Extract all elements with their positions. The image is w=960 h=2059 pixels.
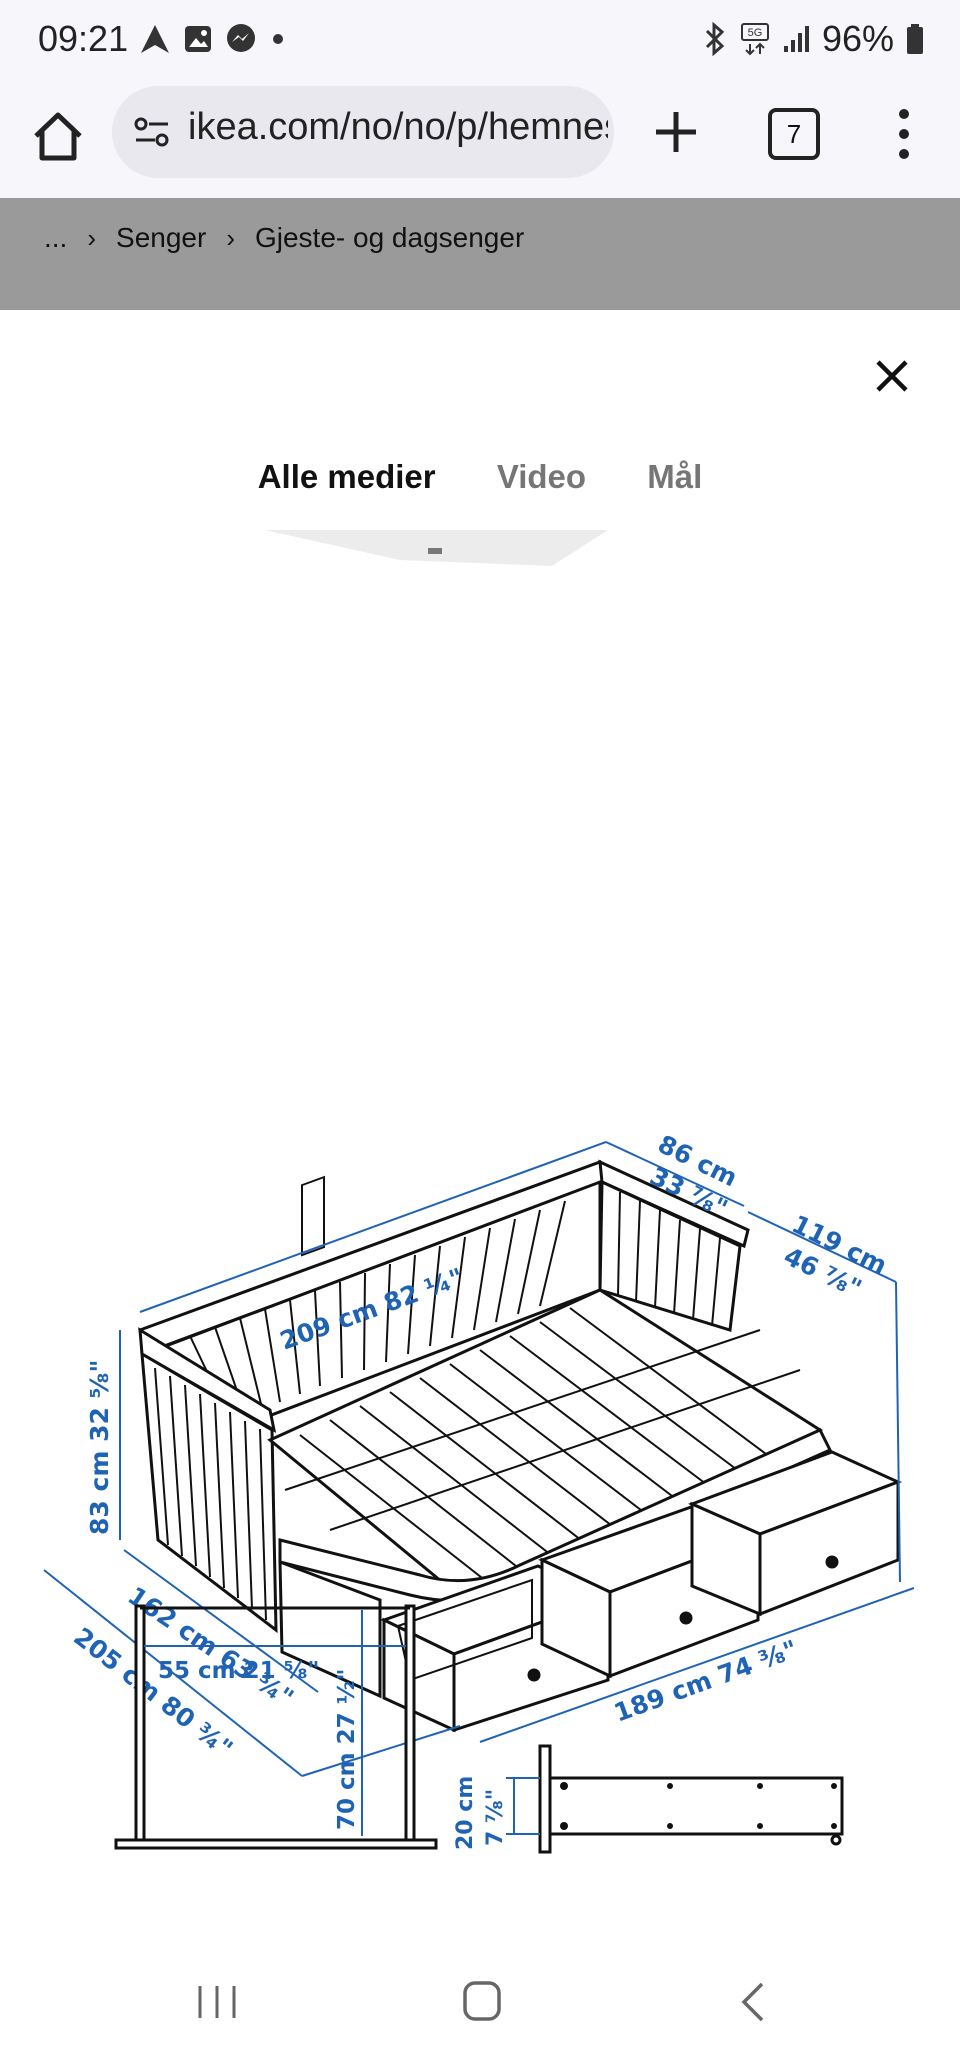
close-icon[interactable] [868,352,916,400]
recent-apps-icon[interactable] [194,1980,240,2024]
breadcrumb-band: ... › Senger › Gjeste- og dagsenger [0,198,960,310]
battery-icon [907,24,923,54]
chevron-right-icon: › [87,222,97,253]
signal-icon [783,26,809,52]
dimension-lines [43,1141,915,1777]
notification-icons [138,22,288,56]
tab-mal[interactable]: Mål [647,458,703,495]
dim-drawer-height-cm: 20 cm [453,1776,478,1850]
url-text[interactable]: ikea.com/no/no/p/hemnes [188,106,608,148]
daybed-illustration [138,1159,902,1733]
drawer-side-view [538,1744,844,1854]
dimension-drawing[interactable]: 209 cm 82 ¼" 86 cm 33 ⅞" 119 cm 46 ⅞" 83… [0,530,960,1890]
home-nav-icon[interactable] [460,1978,504,2024]
more-menu-icon[interactable] [892,104,916,164]
tab-count: 7 [786,119,802,149]
system-icons: 5G 96% [702,18,924,60]
previous-image-detail [428,548,442,554]
tab-video[interactable]: Video [496,458,587,495]
breadcrumb-item-senger[interactable]: Senger [116,222,207,253]
media-tabs: Alle medier Video Mål [0,458,960,496]
address-bar[interactable]: ikea.com/no/no/p/hemnes [112,86,614,178]
tab-switcher-button[interactable]: 7 [768,108,820,160]
breadcrumb-item-gjestesenger[interactable]: Gjeste- og dagsenger [254,222,525,253]
battery-percent: 96% [821,18,894,59]
breadcrumb-item-ellipsis[interactable]: ... [44,222,68,253]
dim-gable-width: 55 cm 21 ⅝" [158,1658,319,1684]
5g-icon: 5G [740,23,769,56]
android-nav-bar [0,1950,960,2059]
gable-front-view [114,1604,438,1850]
site-settings-icon[interactable] [132,112,172,152]
home-icon[interactable] [28,106,88,166]
bluetooth-icon [705,22,725,56]
gallery-icon [185,26,211,52]
gable-dimension-lines [144,1610,406,1836]
drawer-dimension-line [506,1777,540,1835]
breadcrumb: ... › Senger › Gjeste- og dagsenger [44,222,524,254]
browser-toolbar: ikea.com/no/no/p/hemnes 7 [0,82,960,200]
svg-text:5G: 5G [748,27,763,39]
daybed-dimension-svg: 209 cm 82 ¼" 86 cm 33 ⅞" 119 cm 46 ⅞" 83… [43,530,915,1854]
dot-icon [273,34,283,44]
back-icon[interactable] [736,1978,770,2026]
status-time: 09:21 [38,18,129,59]
dim-height: 83 cm 32 ⅝" [85,1360,114,1535]
maps-icon [141,25,169,53]
new-tab-icon[interactable] [648,104,704,160]
tab-alle-medier[interactable]: Alle medier [257,458,436,495]
media-modal: Alle medier Video Mål [0,310,960,1950]
messenger-icon [227,24,255,52]
status-bar: 09:21 5G 96% [0,0,960,82]
chevron-right-icon: › [226,222,235,253]
dim-gable-height: 70 cm 27 ½" [334,1669,360,1830]
dim-drawer-height-in: 7 ⅞" [483,1789,508,1846]
